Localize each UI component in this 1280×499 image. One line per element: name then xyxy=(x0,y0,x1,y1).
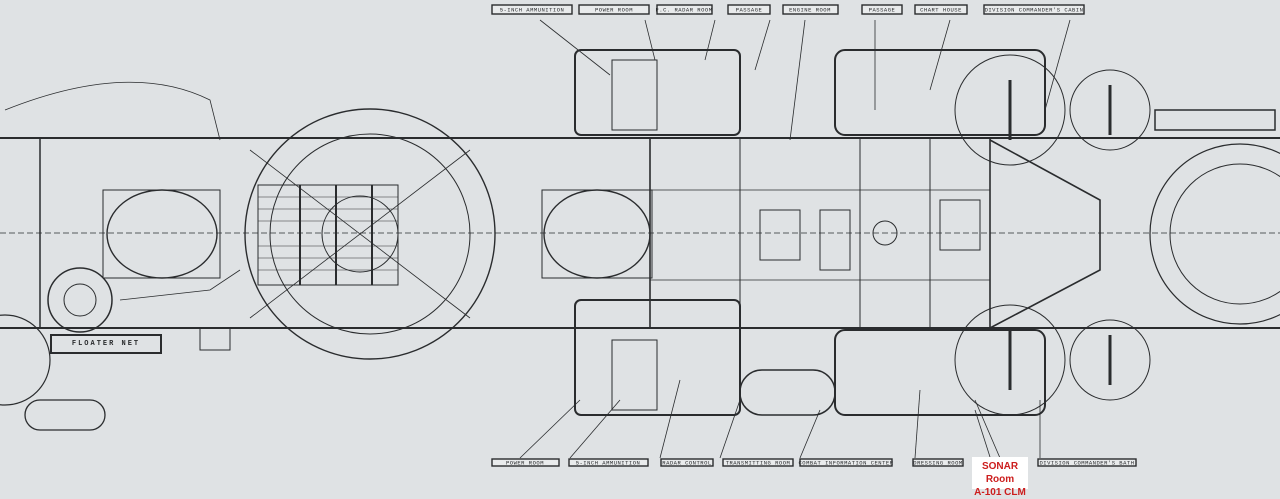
svg-text:DRESSING ROOM: DRESSING ROOM xyxy=(913,460,962,467)
bottom-label-boxes: POWER ROOM 5-INCH AMMUNITION RADAR CONTR… xyxy=(491,458,1137,467)
svg-text:CHART HOUSE: CHART HOUSE xyxy=(920,7,962,14)
svg-text:DIVISION COMMANDER'S CABIN: DIVISION COMMANDER'S CABIN xyxy=(985,7,1084,14)
svg-text:POWER ROOM: POWER ROOM xyxy=(506,460,544,467)
label-engine-room: ENGINE ROOM xyxy=(782,4,839,15)
label-power-room-bottom: POWER ROOM xyxy=(491,458,560,467)
superstructure xyxy=(574,49,1101,416)
label-dressing-room: DRESSING ROOM xyxy=(912,458,964,467)
label-fc-radar-room: F.C. RADAR ROOM xyxy=(655,4,713,15)
top-leader-lines xyxy=(539,19,1071,141)
turret-grid xyxy=(257,184,399,286)
svg-text:POWER ROOM: POWER ROOM xyxy=(595,7,633,14)
label-passage-1: PASSAGE xyxy=(727,4,771,15)
aft-structures xyxy=(0,81,241,431)
label-transmitting-room: TRANSMITTING ROOM xyxy=(722,458,794,467)
floater-net-label: FLOATER NET xyxy=(50,334,162,354)
label-chart-house: CHART HOUSE xyxy=(914,4,968,15)
sonar-room-code: A-101 CLM xyxy=(974,487,1026,498)
sonar-room-callout: SONAR Room A-101 CLM xyxy=(972,457,1028,498)
aft-smoke-pipe xyxy=(102,189,221,279)
label-radar-control: RADAR CONTROL xyxy=(660,458,714,467)
svg-text:RADAR CONTROL: RADAR CONTROL xyxy=(662,460,711,467)
label-division-commanders-cabin: DIVISION COMMANDER'S CABIN xyxy=(983,4,1085,15)
label-5in-ammunition-bottom: 5-INCH AMMUNITION xyxy=(568,458,649,467)
svg-text:ENGINE ROOM: ENGINE ROOM xyxy=(789,7,831,14)
svg-text:5-INCH AMMUNITION: 5-INCH AMMUNITION xyxy=(500,7,565,14)
svg-text:PASSAGE: PASSAGE xyxy=(869,7,896,14)
aft-turret-circle xyxy=(244,108,496,360)
label-5in-ammunition-top: 5-INCH AMMUNITION xyxy=(491,4,573,15)
label-passage-2: PASSAGE xyxy=(861,4,903,15)
forward-gun-mounts xyxy=(954,54,1280,416)
svg-text:5-INCH AMMUNITION: 5-INCH AMMUNITION xyxy=(576,460,641,467)
bottom-leader-lines xyxy=(519,379,1041,459)
svg-text:TRANSMITTING ROOM: TRANSMITTING ROOM xyxy=(726,460,791,467)
top-label-boxes: 5-INCH AMMUNITION POWER ROOM F.C. RADAR … xyxy=(491,4,1085,15)
sonar-room-title: SONAR Room xyxy=(981,461,1019,485)
svg-text:COMBAT INFORMATION CENTER: COMBAT INFORMATION CENTER xyxy=(798,460,893,467)
sonar-leader-lines xyxy=(974,409,991,458)
label-power-room-top: POWER ROOM xyxy=(578,4,650,15)
label-division-commanders-bath: DIVISION COMMANDER'S BATH xyxy=(1037,458,1137,467)
label-combat-information-center: COMBAT INFORMATION CENTER xyxy=(798,458,893,467)
svg-text:F.C. RADAR ROOM: F.C. RADAR ROOM xyxy=(655,7,712,14)
svg-text:PASSAGE: PASSAGE xyxy=(736,7,763,14)
svg-text:DIVISION COMMANDER'S BATH: DIVISION COMMANDER'S BATH xyxy=(1039,460,1134,467)
